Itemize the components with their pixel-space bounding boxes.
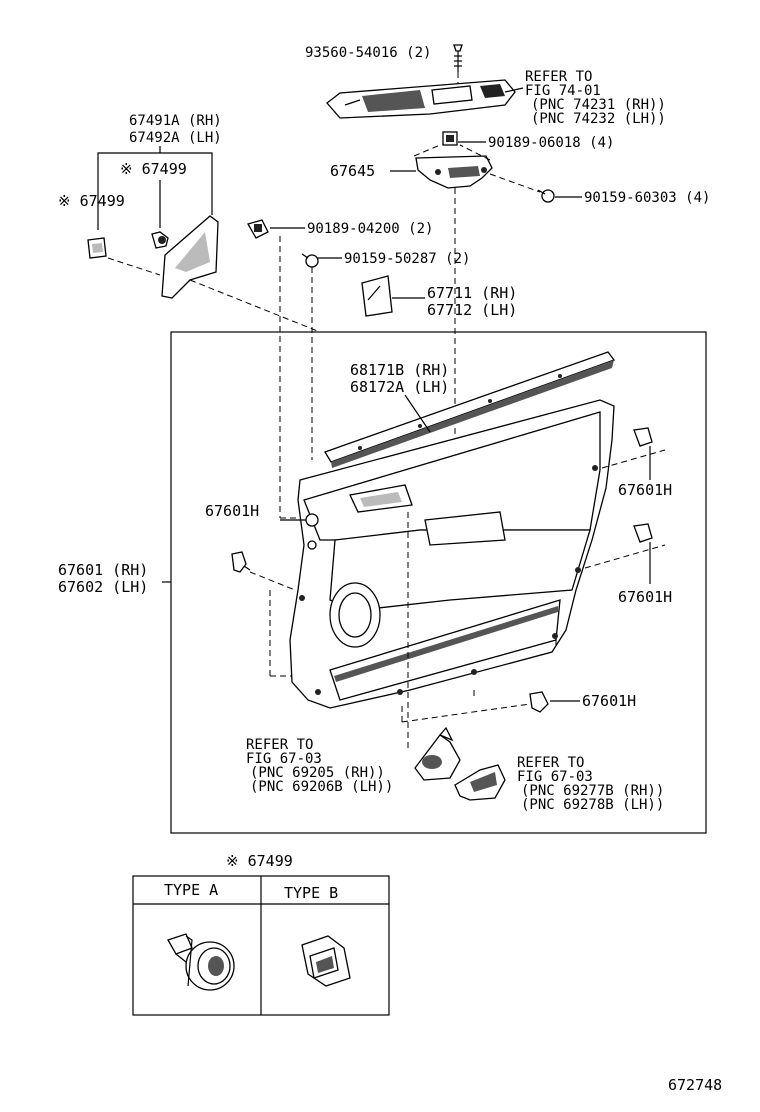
- label-clip-90189-06018: 90189-06018 (4): [488, 135, 614, 151]
- clip-type-a-icon: [167, 933, 235, 991]
- label-pad-rh: 67711 (RH): [427, 284, 517, 302]
- label-refer-67-handle-line3: (PNC 69205 (RH)): [250, 765, 385, 781]
- label-clip-90189-04200: 90189-04200 (2): [307, 221, 433, 237]
- label-weatherstrip-rh: 68171B (RH): [350, 361, 449, 379]
- label-weatherstrip-lh: 68172A (LH): [350, 378, 449, 396]
- bracket-67645-icon: [415, 155, 493, 189]
- label-screw-93560: 93560-54016 (2): [305, 45, 431, 61]
- clip-67601h-bottom-icon: [529, 691, 549, 713]
- legend-type-a: TYPE A: [164, 881, 218, 899]
- legend-type-b: TYPE B: [284, 884, 338, 902]
- inside-handle-icon: [414, 726, 461, 781]
- label-garnish-lh: 67492A (LH): [129, 130, 222, 146]
- clip-67499-upper-icon: [151, 231, 169, 249]
- mirror-garnish-icon: [161, 215, 219, 299]
- weatherstrip-icon: [324, 351, 616, 468]
- clip-67601h-right-lower-icon: [633, 523, 653, 543]
- clip-67499-left-icon: [87, 237, 107, 259]
- label-panel-lh: 67602 (LH): [58, 578, 148, 596]
- screw-90159-60303-icon: [537, 189, 555, 203]
- label-refer-67-handle-line2: FIG 67-03: [246, 751, 322, 767]
- label-clip-67601h-right-lower: 67601H: [618, 588, 672, 606]
- screw-90159-50287-icon: [301, 253, 319, 268]
- handle-bezel-icon: [454, 764, 506, 801]
- label-refer-67-bezel-line3: (PNC 69277B (RH)): [521, 783, 664, 799]
- label-screw-90159-50287: 90159-50287 (2): [344, 251, 470, 267]
- label-refer-74-line1: REFER TO: [525, 69, 592, 85]
- figure-number: 672748: [668, 1076, 722, 1094]
- label-panel-rh: 67601 (RH): [58, 561, 148, 579]
- label-bracket-67645: 67645: [330, 162, 375, 180]
- label-clip-67601h-bottom: 67601H: [582, 692, 636, 710]
- clip-90189-06018-icon: [442, 131, 458, 146]
- label-refer-67-bezel-line1: REFER TO: [517, 755, 584, 771]
- screw-93560-icon: [453, 44, 463, 92]
- label-refer-67-bezel-line4: (PNC 69278B (LH)): [521, 797, 664, 813]
- clip-67601h-left-icon: [231, 551, 251, 573]
- label-garnish-rh: 67491A (RH): [129, 113, 222, 129]
- clip-90189-04200-icon: [247, 219, 269, 239]
- label-refer-74-line4: (PNC 74232 (LH)): [531, 111, 666, 127]
- pad-67711-icon: [361, 275, 393, 317]
- label-clip-67601h-left: 67601H: [205, 502, 259, 520]
- label-clip-67499-left: ※ 67499: [58, 192, 125, 210]
- label-screw-90159-60303: 90159-60303 (4): [584, 190, 710, 206]
- label-refer-74-line3: (PNC 74231 (RH)): [531, 97, 666, 113]
- door-trim-panel-icon: [289, 399, 615, 709]
- clip-67601h-right-upper-icon: [633, 427, 653, 447]
- label-refer-74-line2: FIG 74-01: [525, 83, 601, 99]
- clip-type-b-icon: [301, 935, 351, 987]
- label-clip-67499-upper: ※ 67499: [120, 160, 187, 178]
- label-refer-67-handle-line4: (PNC 69206B (LH)): [250, 779, 393, 795]
- legend-title: ※ 67499: [226, 852, 293, 870]
- label-pad-lh: 67712 (LH): [427, 301, 517, 319]
- label-refer-67-bezel-line2: FIG 67-03: [517, 769, 593, 785]
- label-clip-67601h-right-upper: 67601H: [618, 481, 672, 499]
- label-refer-67-handle-line1: REFER TO: [246, 737, 313, 753]
- power-window-switch-icon: [326, 79, 516, 119]
